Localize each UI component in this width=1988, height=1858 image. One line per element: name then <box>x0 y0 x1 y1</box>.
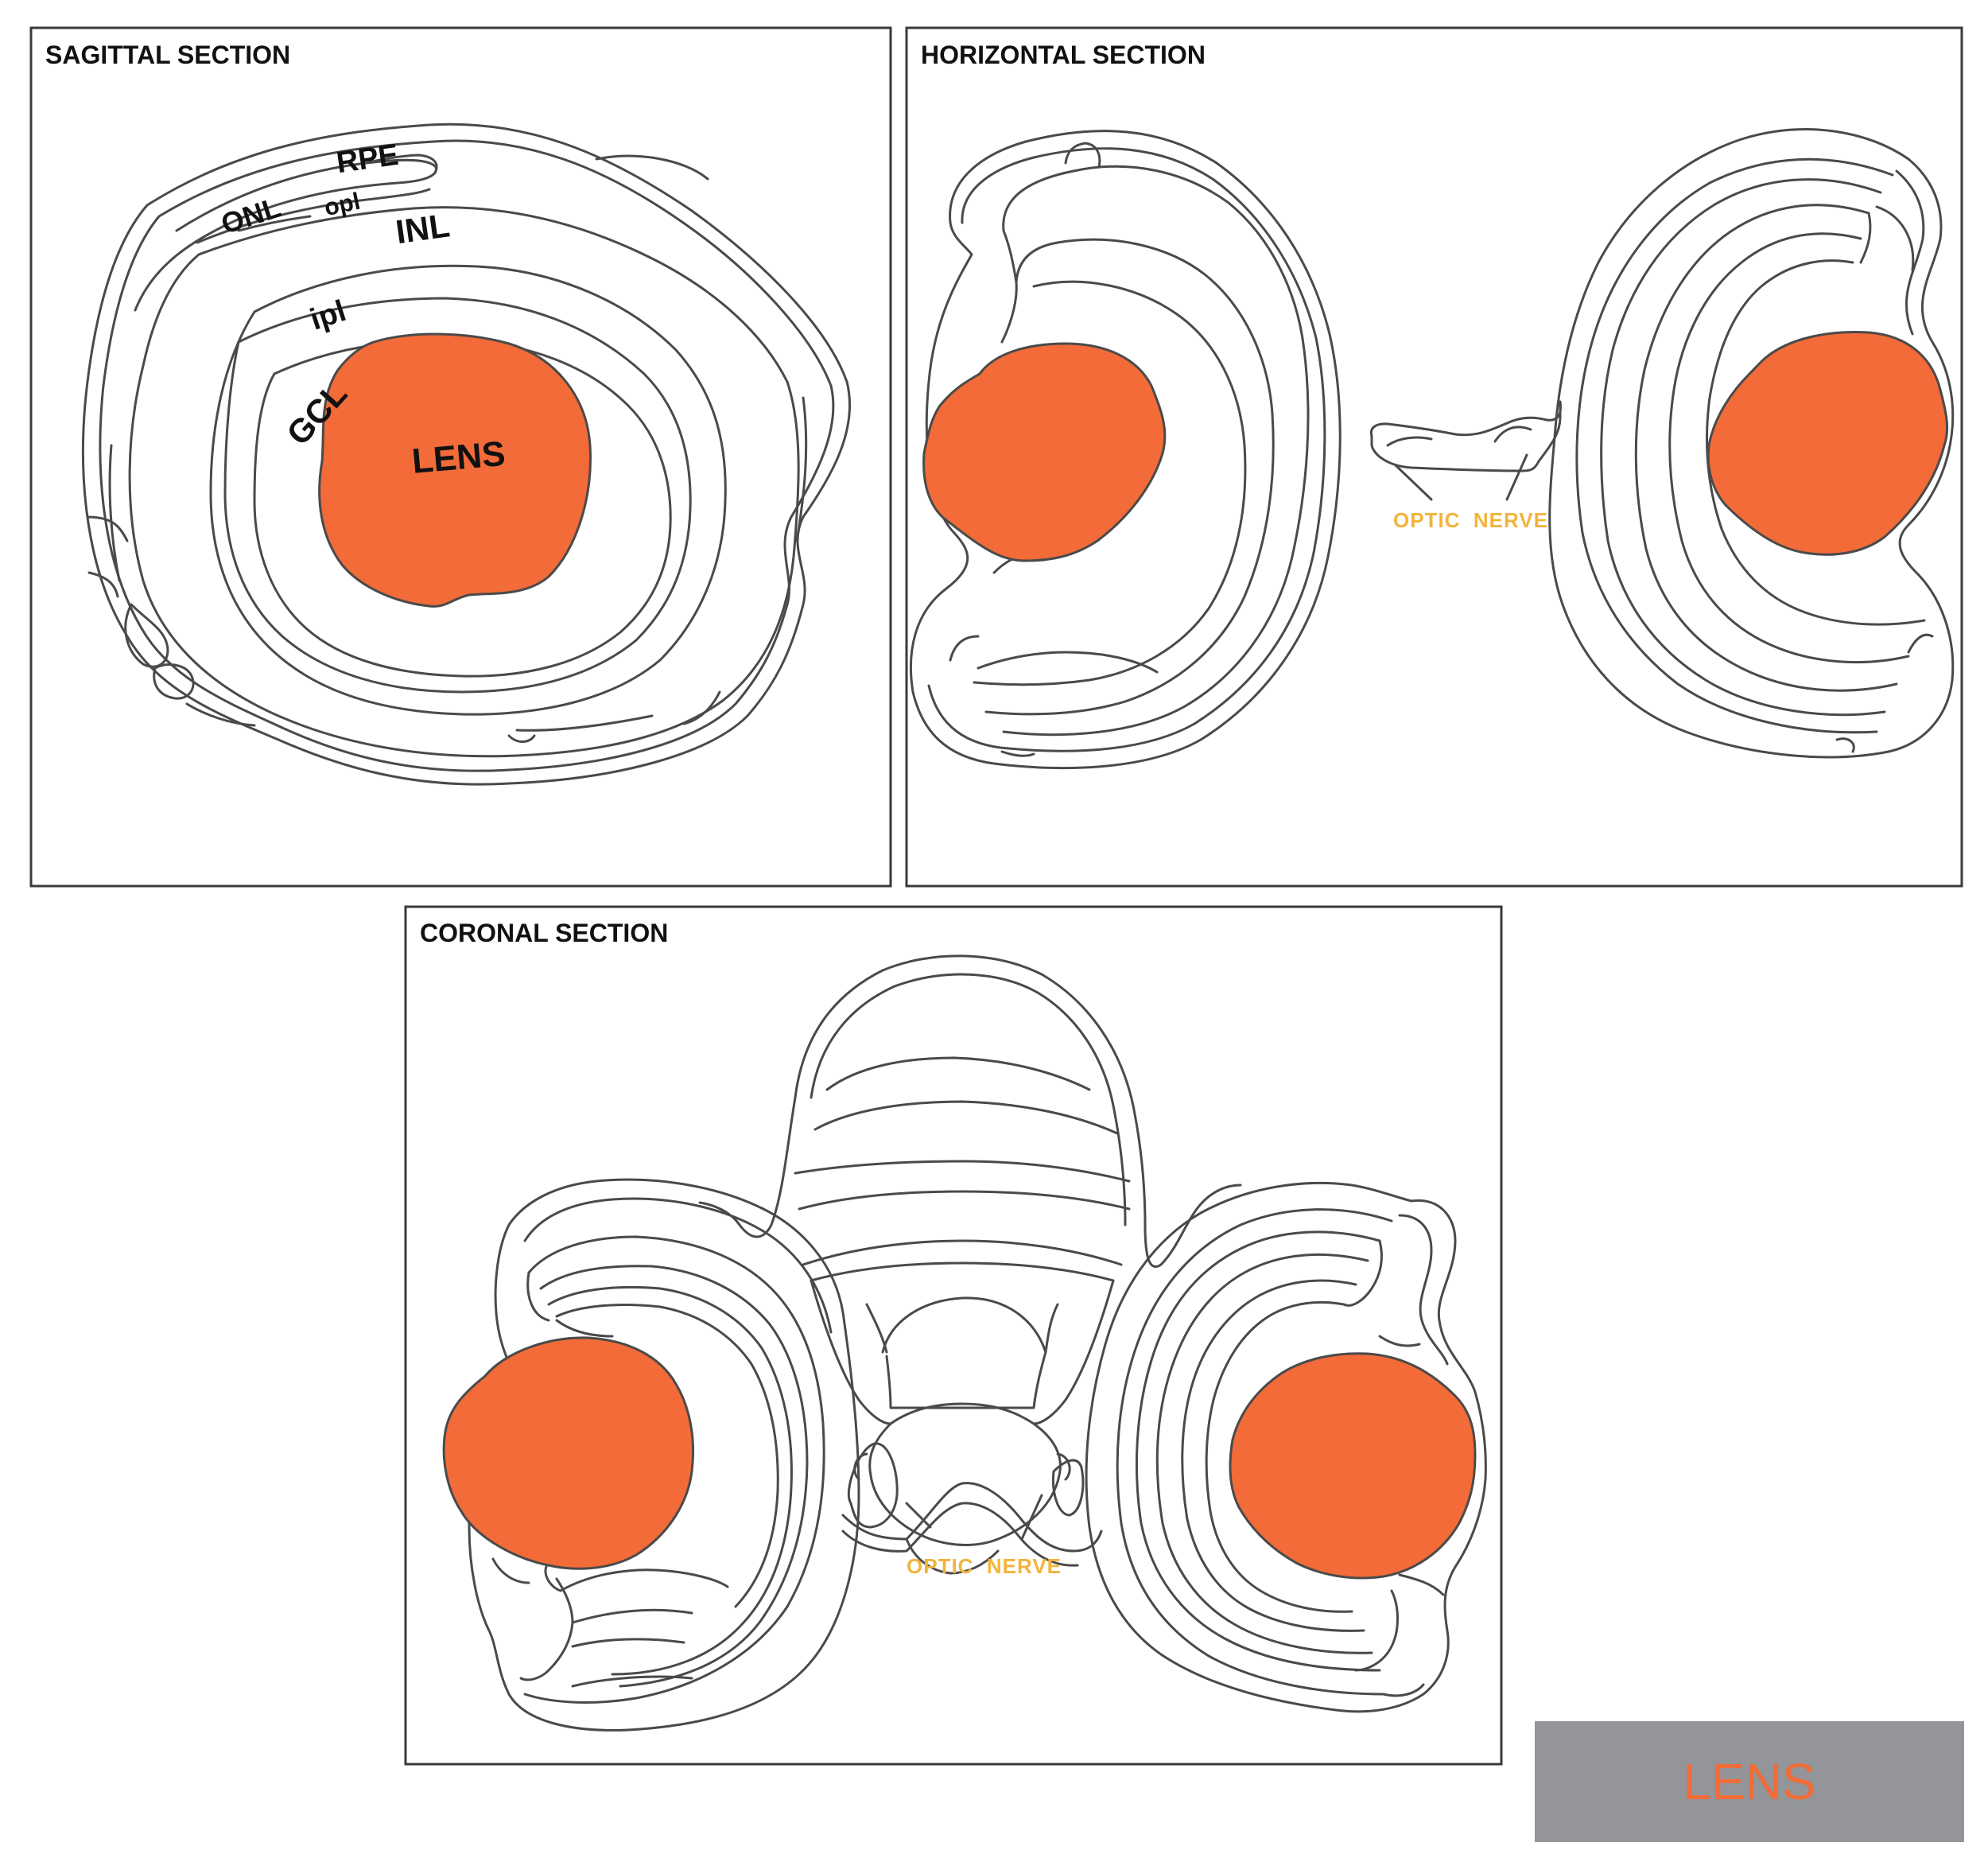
horizontal-left-lens <box>922 342 1167 562</box>
label-ipl: ipl <box>306 294 350 337</box>
horizontal-title: HORIZONTAL SECTION <box>921 41 1206 69</box>
coronal-optic-nerve: OPTIC NERVE <box>841 1442 1103 1578</box>
sagittal-lens <box>318 332 592 608</box>
coronal-panel: CORONAL SECTION <box>404 905 1503 1766</box>
coronal-right-lens <box>1229 1352 1477 1580</box>
sagittal-title: SAGITTAL SECTION <box>45 41 290 69</box>
coronal-left-eye <box>468 1178 860 1732</box>
coronal-title: CORONAL SECTION <box>420 919 668 947</box>
label-onl: ONL <box>217 191 285 240</box>
coronal-panel-frame <box>404 905 1503 1766</box>
horizontal-right-lens <box>1706 331 1949 556</box>
horizontal-optic-nerve: OPTIC NERVE <box>1369 400 1562 532</box>
label-rpe: RPE <box>335 138 401 180</box>
label-inl: INL <box>394 206 452 251</box>
horizontal-panel: HORIZONTAL SECTION OPTIC NERVE <box>905 26 1963 888</box>
sagittal-panel: SAGITTAL SECTION <box>29 26 892 888</box>
sagittal-layer-labels: RPE ONL opl INL ipl GCL LENS <box>217 138 507 481</box>
horizontal-optic-nerve-label: OPTIC NERVE <box>1393 508 1548 532</box>
coronal-right-eye <box>1085 1181 1487 1713</box>
lens-key-label: LENS <box>1683 1753 1815 1810</box>
label-lens: LENS <box>410 434 507 481</box>
coronal-left-lens <box>442 1336 695 1570</box>
horizontal-panel-frame <box>905 26 1963 888</box>
sagittal-eye-outline <box>81 122 852 786</box>
lens-key: LENS <box>1535 1721 1964 1842</box>
lens-key-box <box>1535 1721 1964 1842</box>
sagittal-panel-frame <box>29 26 892 888</box>
coronal-optic-nerve-label: OPTIC NERVE <box>907 1554 1062 1578</box>
coronal-brain-center <box>698 954 1242 1546</box>
